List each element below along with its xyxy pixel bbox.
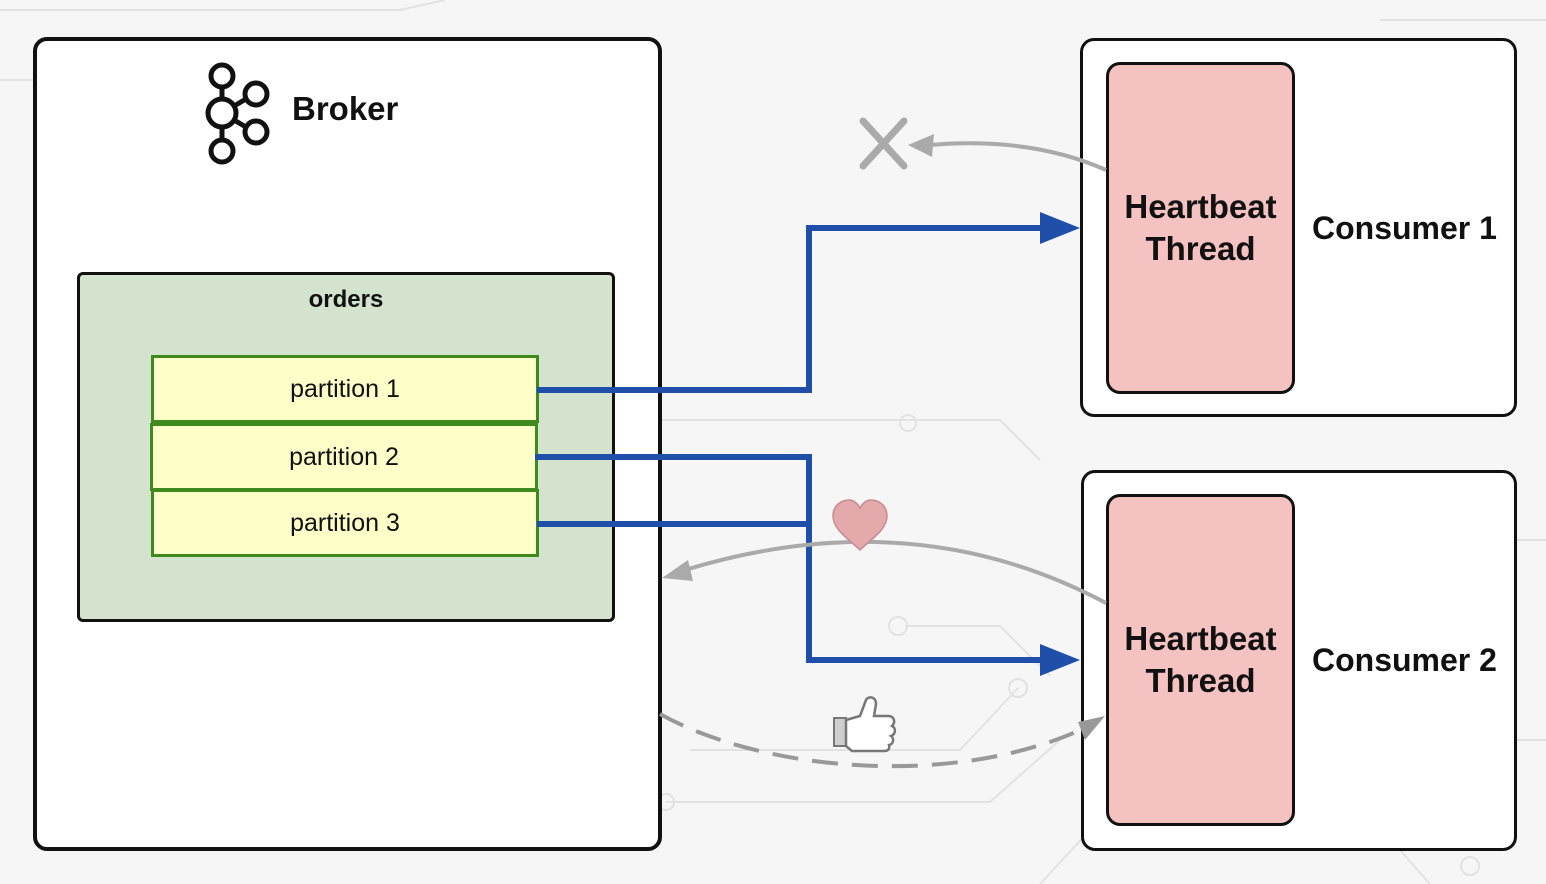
- heartbeat-thread-2-line2: Thread: [1145, 662, 1256, 699]
- heartbeat-thread-1-line2: Thread: [1145, 230, 1256, 267]
- heartbeat-thread-1-line1: Heartbeat: [1124, 188, 1277, 225]
- heartbeat-thread-2-line1: Heartbeat: [1124, 620, 1277, 657]
- partition-2: partition 2: [150, 423, 538, 491]
- partition-1: partition 1: [151, 355, 539, 423]
- heartbeat-thread-2: Heartbeat Thread: [1106, 494, 1295, 826]
- broker-title: Broker: [292, 90, 399, 127]
- consumer-2-label: Consumer 2: [1312, 642, 1497, 678]
- partition-3: partition 3: [151, 489, 539, 557]
- topic-title: orders: [308, 286, 384, 313]
- consumer-1-label: Consumer 1: [1312, 210, 1497, 246]
- heartbeat-thread-1: Heartbeat Thread: [1106, 62, 1295, 394]
